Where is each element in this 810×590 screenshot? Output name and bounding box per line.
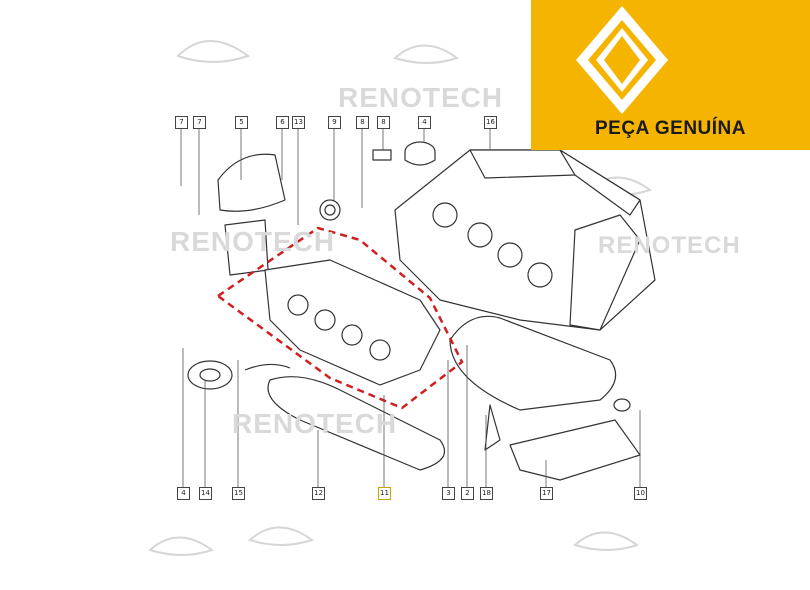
watermark-text: RENOTECH — [598, 232, 741, 259]
callout-label: 7 — [193, 116, 206, 129]
callout-label: 13 — [292, 116, 305, 129]
callout-label: 5 — [235, 116, 248, 129]
callout-label: 17 — [540, 487, 553, 500]
watermark-car-icon — [148, 536, 215, 556]
genuine-part-badge — [531, 0, 810, 150]
watermark-car-icon — [393, 44, 460, 64]
callout-label: 6 — [276, 116, 289, 129]
callout-label: 10 — [634, 487, 647, 500]
sensor-connector — [372, 149, 392, 161]
callout-label: 4 — [418, 116, 431, 129]
callout-label: 16 — [484, 116, 497, 129]
callout-label: 11 — [378, 487, 391, 500]
callout-label: 3 — [442, 487, 455, 500]
gasket-upper — [449, 315, 617, 411]
callout-label: 18 — [480, 487, 493, 500]
watermark-car-icon — [573, 531, 640, 551]
callout-label: 8 — [356, 116, 369, 129]
watermark-text: RENOTECH — [170, 226, 336, 257]
gasket-lower — [267, 376, 445, 471]
renault-diamond-logo-icon — [576, 6, 668, 114]
callout-label: 8 — [377, 116, 390, 129]
watermark-text: RENOTECH — [232, 408, 398, 439]
breather-hose — [244, 363, 291, 371]
heat-shield — [509, 419, 641, 481]
watermark-car-icon — [248, 526, 315, 546]
callout-label: 9 — [328, 116, 341, 129]
highlight-dashed-outline — [215, 226, 464, 410]
watermark-car-icon — [176, 40, 251, 63]
watermark-text: RENOTECH — [338, 82, 504, 113]
callout-label: 4 — [177, 487, 190, 500]
callout-label: 15 — [232, 487, 245, 500]
genuine-part-label: PEÇA GENUÍNA — [595, 118, 746, 139]
callout-label: 14 — [199, 487, 212, 500]
callout-label: 12 — [312, 487, 325, 500]
intake-manifold-lower — [264, 259, 441, 386]
callout-label: 2 — [461, 487, 474, 500]
timing-cover — [217, 153, 286, 212]
callout-label: 7 — [175, 116, 188, 129]
